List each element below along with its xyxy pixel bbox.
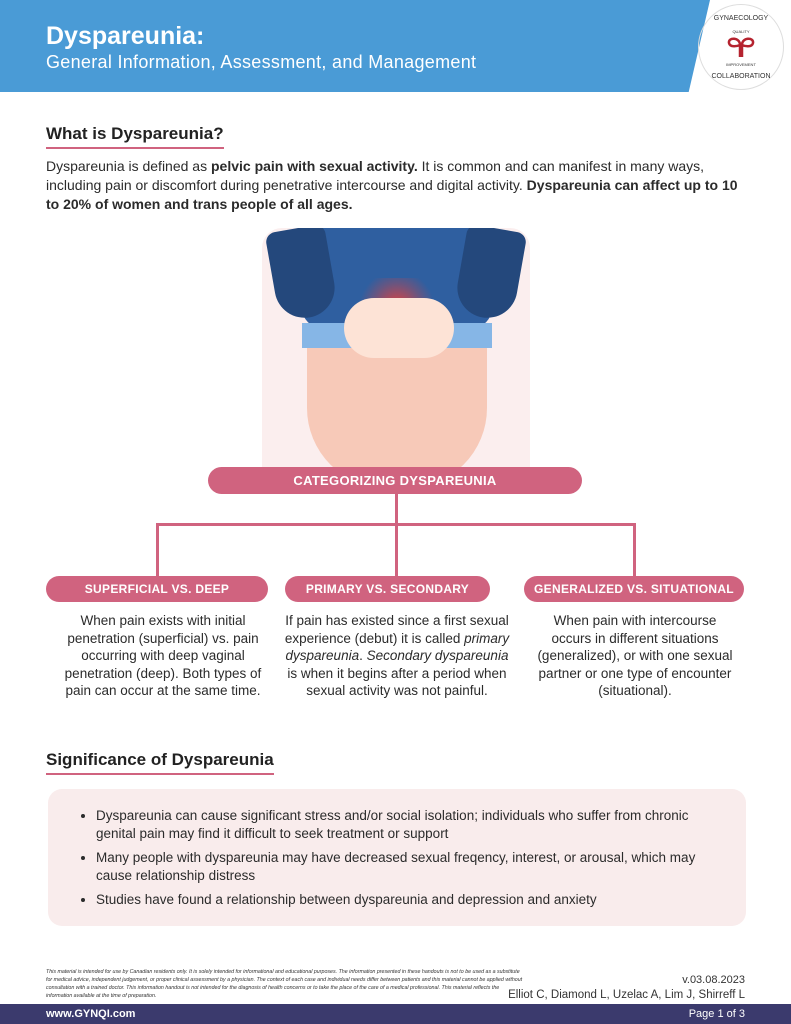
header-banner: Dyspareunia: General Information, Assess… (0, 0, 710, 92)
category-text-generalized-situational: When pain with intercourse occurs in dif… (537, 613, 733, 698)
page-number: Page 1 of 3 (688, 1008, 745, 1020)
category-label-superficial-deep: SUPERFICIAL VS. DEEP (46, 576, 268, 602)
footer-bar: www.GYNQI.com Page 1 of 3 (0, 1004, 791, 1024)
connector-line (395, 523, 398, 578)
list-item: Many people with dyspareunia may have de… (96, 849, 706, 884)
connector-line (156, 523, 159, 578)
logo-text-quality: QUALITY (732, 29, 750, 34)
list-item: Studies have found a relationship betwee… (96, 891, 706, 909)
website-link[interactable]: www.GYNQI.com (46, 1008, 136, 1020)
page-subtitle: General Information, Assessment, and Man… (46, 52, 477, 72)
section-heading-significance: Significance of Dyspareunia (46, 750, 274, 775)
uterus-icon (727, 37, 755, 57)
gynqi-logo: GYNAECOLOGY QUALITY IMPROVEMENT COLLABOR… (698, 4, 784, 90)
version: v.03.08.2023 (682, 974, 745, 986)
logo-text-improvement: IMPROVEMENT (726, 62, 756, 67)
connector-line (395, 494, 398, 524)
illustration-pelvic-pain (262, 228, 530, 473)
logo-text-bottom: COLLABORATION (711, 73, 771, 80)
categorizing-title: CATEGORIZING DYSPAREUNIA (208, 467, 582, 494)
page-title: Dyspareunia: (46, 22, 205, 50)
authors: Elliot C, Diamond L, Uzelac A, Lim J, Sh… (508, 989, 745, 1001)
category-text-superficial-deep: When pain exists with initial penetratio… (64, 613, 262, 698)
significance-box: Dyspareunia can cause significant stress… (48, 789, 746, 926)
intro-paragraph: Dyspareunia is defined as pelvic pain wi… (46, 158, 738, 212)
connector-line (633, 523, 636, 578)
logo-text-top: GYNAECOLOGY (713, 15, 769, 22)
category-label-generalized-situational: GENERALIZED VS. SITUATIONAL (524, 576, 744, 602)
category-text-primary-secondary: If pain has existed since a first sexual… (284, 613, 510, 698)
section-heading-what: What is Dyspareunia? (46, 124, 224, 149)
list-item: Dyspareunia can cause significant stress… (96, 807, 706, 842)
category-label-primary-secondary: PRIMARY VS. SECONDARY (285, 576, 490, 602)
disclaimer: This material is intended for use by Can… (46, 969, 523, 999)
